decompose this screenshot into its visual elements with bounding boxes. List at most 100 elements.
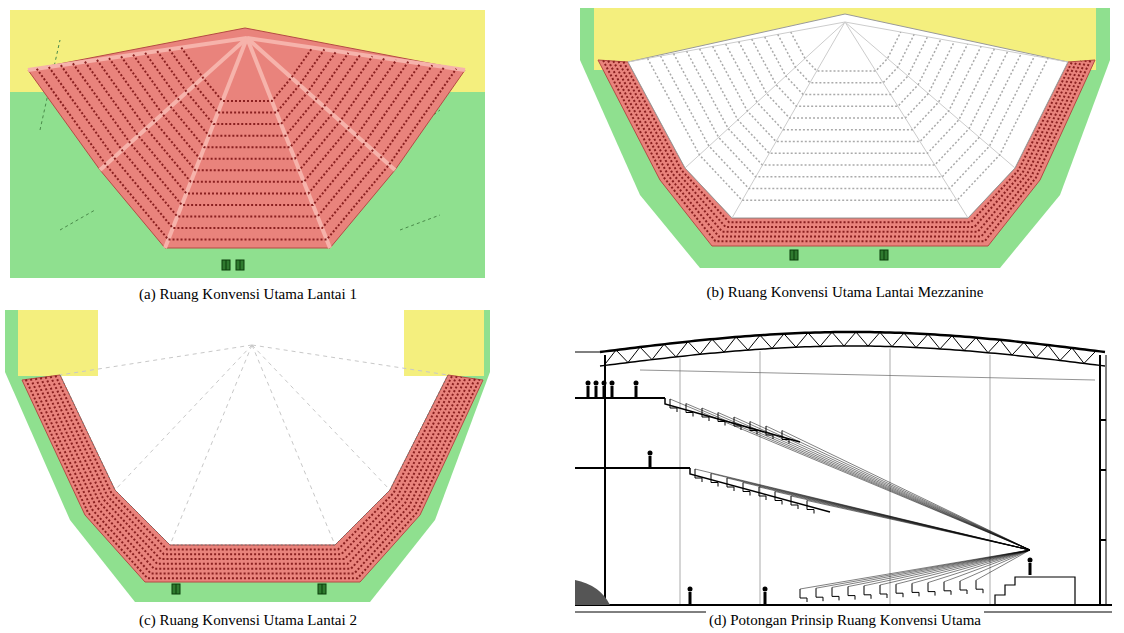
- seat-row: [648, 58, 1048, 200]
- door-symbol: [236, 260, 244, 270]
- seat-row: [778, 34, 914, 82]
- seat-row: [765, 37, 928, 95]
- ground-line: [575, 604, 1112, 606]
- sight-line: [880, 550, 1030, 585]
- chair: [670, 399, 677, 412]
- sight-line: [976, 550, 1030, 580]
- door-symbol: [794, 250, 795, 260]
- chair: [734, 417, 741, 430]
- seat-row: [36, 378, 471, 568]
- sight-line: [807, 501, 1030, 551]
- chair: [800, 589, 807, 602]
- wall: [1106, 355, 1107, 605]
- seat-row: [624, 62, 1073, 223]
- chair: [807, 501, 814, 514]
- seat-row: [726, 44, 968, 130]
- chair: [976, 580, 983, 593]
- grid-line: [252, 345, 448, 375]
- door-symbol: [226, 260, 227, 270]
- seat-row: [687, 51, 1008, 165]
- door-symbol: [172, 584, 180, 594]
- seating-area: [28, 28, 465, 248]
- chair: [944, 582, 951, 595]
- door-symbol: [176, 584, 177, 594]
- service-zone: [18, 310, 98, 376]
- chair: [848, 587, 855, 600]
- sight-line: [848, 550, 1030, 587]
- chair: [928, 583, 935, 596]
- person-figure: [586, 381, 591, 386]
- seat-row: [603, 60, 1090, 241]
- caption: (a) Ruang Konvensi Utama Lantai 1: [136, 285, 360, 303]
- window-mark: [1100, 419, 1106, 421]
- sight-line: [864, 550, 1030, 586]
- chair: [718, 413, 725, 426]
- sight-line: [750, 422, 1030, 551]
- sight-line: [711, 474, 1030, 551]
- seat-row: [700, 49, 995, 154]
- sight-line: [912, 550, 1030, 583]
- door-symbol: [880, 250, 888, 260]
- sight-line: [896, 550, 1030, 584]
- chair: [816, 588, 823, 601]
- chair: [766, 426, 773, 439]
- balcony-rake: [690, 468, 830, 512]
- service-zone: [404, 310, 484, 376]
- person-figure: [689, 592, 692, 604]
- door-symbol: [322, 584, 323, 594]
- person-figure: [764, 592, 767, 604]
- floor-plan-mezzanine: [580, 8, 1110, 268]
- seat-row: [661, 56, 1035, 189]
- door-symbol: [222, 260, 230, 270]
- seat-row: [169, 49, 324, 112]
- aisle: [685, 22, 845, 168]
- door-symbol: [318, 584, 326, 594]
- sketch-line: [400, 215, 440, 230]
- seat-row: [713, 46, 981, 141]
- grid-line: [115, 345, 252, 490]
- seat-row: [31, 379, 475, 574]
- person-figure: [611, 386, 614, 398]
- door-symbol: [240, 260, 241, 270]
- seat-row: [157, 51, 336, 124]
- person-figure: [610, 381, 615, 386]
- chair: [896, 584, 903, 597]
- seat-row: [26, 380, 480, 579]
- seat-row: [41, 378, 466, 564]
- seat-row: [61, 65, 432, 216]
- sight-line: [816, 550, 1030, 588]
- person-figure: [763, 587, 768, 592]
- chair: [750, 422, 757, 435]
- sight-line: [686, 404, 1030, 551]
- stage: [995, 577, 1075, 605]
- sight-line: [670, 399, 1030, 550]
- chair: [880, 585, 887, 598]
- grid-line: [890, 349, 891, 605]
- seat-row: [73, 63, 420, 205]
- sketch-line: [60, 210, 95, 230]
- grid-line: [170, 345, 252, 545]
- chair: [702, 408, 709, 421]
- person-figure: [1028, 558, 1033, 563]
- chair: [686, 404, 693, 417]
- seat-row: [613, 61, 1081, 232]
- sight-line: [791, 496, 1030, 550]
- chair: [864, 586, 871, 599]
- chair: [832, 587, 839, 600]
- grid-line: [252, 345, 390, 490]
- sight-line: [782, 431, 1030, 551]
- door-symbol: [790, 250, 798, 260]
- sight-line: [734, 417, 1030, 550]
- chair: [727, 478, 734, 491]
- wall: [1099, 355, 1101, 605]
- seat-row: [85, 62, 408, 194]
- sight-line: [718, 413, 1030, 551]
- grid-line: [760, 351, 761, 605]
- seat-row: [37, 69, 457, 240]
- sight-line: [727, 478, 1030, 550]
- lower-seating-void: [628, 14, 1068, 218]
- seat-row: [145, 53, 348, 136]
- grid-line: [252, 345, 335, 545]
- floor-plan-2: [5, 310, 490, 602]
- sight-line: [743, 483, 1030, 551]
